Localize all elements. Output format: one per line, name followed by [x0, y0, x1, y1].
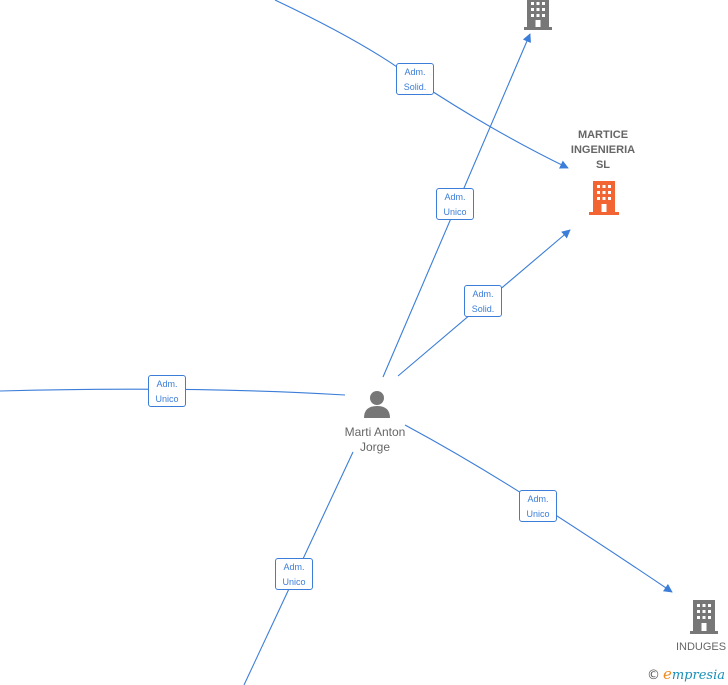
company-name-line2: INGENIERIA — [570, 144, 636, 156]
relation-badge-person-to-martice[interactable]: Adm. Solid. — [464, 285, 502, 317]
company-label-martice[interactable]: MARTICE INGENIERIA SL — [554, 128, 652, 173]
relation-role: Adm. — [527, 494, 549, 504]
company-label-induges[interactable]: INDUGES — [675, 641, 727, 653]
relation-type: Unico — [155, 394, 179, 404]
brand-name: mpresia — [671, 668, 725, 683]
brand-initial: e — [662, 665, 672, 683]
edge-left-to-person — [0, 388, 346, 396]
relation-badge-top-to-martice[interactable]: Adm. Solid. — [396, 63, 434, 95]
person-name-line2: Jorge — [359, 440, 391, 454]
relation-type: Unico — [443, 207, 467, 217]
company-name-line3: SL — [595, 159, 611, 171]
copyright-symbol: © — [646, 668, 660, 683]
relation-badge-person-to-induges[interactable]: Adm. Unico — [519, 490, 557, 522]
relation-role: Adm. — [156, 379, 178, 389]
relation-role: Adm. — [404, 67, 426, 77]
relation-type: Unico — [282, 577, 306, 587]
relation-role: Adm. — [472, 289, 494, 299]
building-icon[interactable] — [690, 600, 718, 634]
relation-badge-person-to-top[interactable]: Adm. Unico — [436, 188, 474, 220]
company-name-line1: MARTICE — [577, 129, 629, 141]
person-label[interactable]: Marti Anton Jorge — [330, 425, 420, 455]
relation-type: Solid. — [403, 82, 427, 92]
brand-footer: ©empresia — [647, 665, 725, 683]
relation-badge-left-to-person[interactable]: Adm. Unico — [148, 375, 186, 407]
person-name-line1: Marti Anton — [344, 425, 406, 439]
building-icon[interactable] — [589, 181, 619, 215]
relation-type: Solid. — [471, 304, 495, 314]
relation-badge-bottom-to-person[interactable]: Adm. Unico — [275, 558, 313, 590]
relation-role: Adm. — [444, 192, 466, 202]
relation-role: Adm. — [283, 562, 305, 572]
building-icon[interactable] — [524, 0, 552, 30]
relation-type: Unico — [526, 509, 550, 519]
person-icon[interactable] — [363, 389, 391, 419]
